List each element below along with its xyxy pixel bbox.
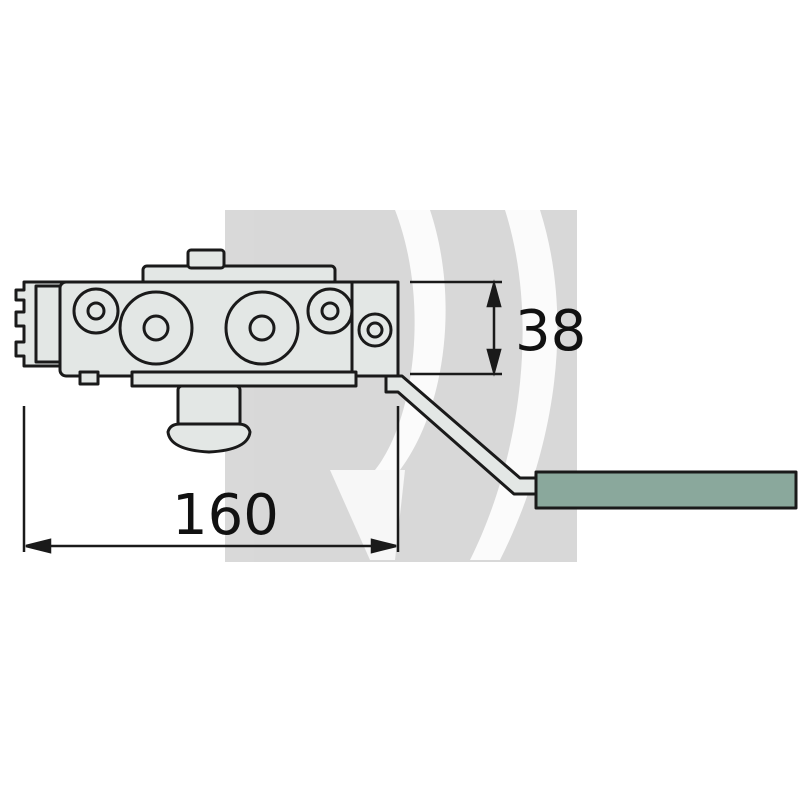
height-arrow-top bbox=[486, 279, 502, 308]
width-dimension-label: 160 bbox=[172, 483, 279, 548]
watermark-swoosh-2 bbox=[470, 210, 558, 560]
height-dimension bbox=[410, 279, 502, 377]
port-large-2-inner bbox=[248, 314, 276, 342]
width-arrow-right bbox=[370, 538, 397, 554]
width-arrow-left bbox=[25, 538, 52, 554]
pivot-bolt-inner bbox=[366, 321, 384, 339]
port-group bbox=[72, 287, 393, 366]
bottom-lug bbox=[78, 370, 100, 386]
lower-cap bbox=[166, 422, 252, 454]
height-arrow-bottom bbox=[486, 348, 502, 377]
height-dimension-label: 38 bbox=[515, 299, 586, 364]
port-large-1-inner bbox=[142, 314, 170, 342]
bottom-plate bbox=[130, 370, 358, 388]
port-small-right-inner bbox=[320, 301, 340, 321]
watermark-tail bbox=[330, 470, 405, 560]
top-nut bbox=[186, 248, 226, 270]
lever-handle bbox=[534, 470, 798, 510]
width-dimension bbox=[22, 406, 400, 554]
lower-nut bbox=[176, 384, 242, 428]
port-small-left-inner bbox=[86, 301, 106, 321]
valve-assembly bbox=[14, 248, 798, 510]
